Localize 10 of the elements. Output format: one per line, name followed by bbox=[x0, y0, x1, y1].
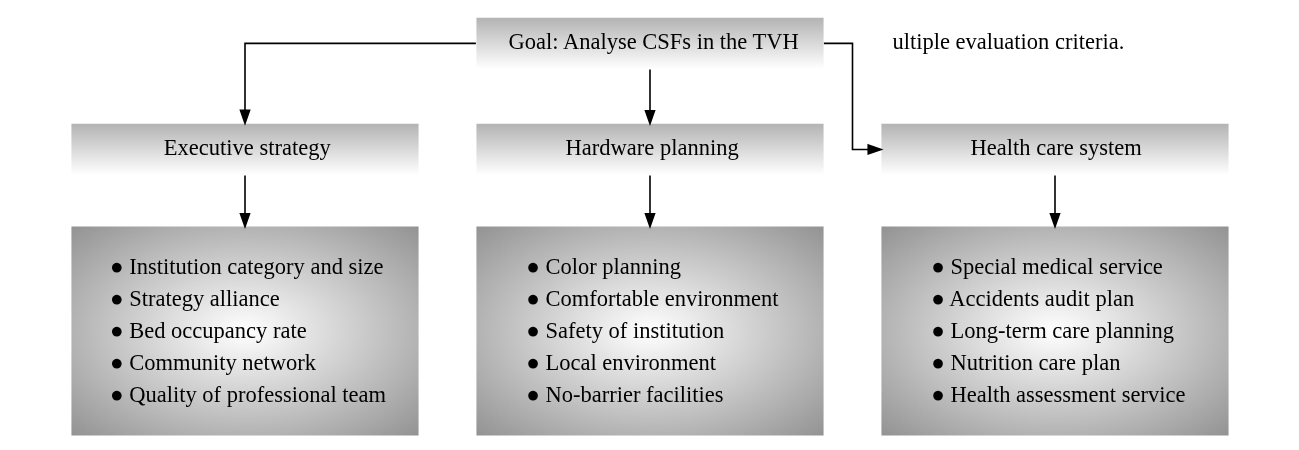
arrow bbox=[238, 174, 251, 229]
node-box: ● Color planning ● Comfortable environment ● Safety of institution ● Local environment ● No-barrier facilities bbox=[475, 226, 824, 436]
label: ultiple evaluation criteria. bbox=[892, 29, 1124, 55]
arrow bbox=[1048, 174, 1061, 229]
node-box: ● Special medical service ● Accidents audit plan ● Long-term care planning ● Nutrition care plan ● Health assessment service bbox=[880, 226, 1229, 436]
arrow bbox=[643, 68, 656, 126]
arrow bbox=[822, 42, 884, 156]
arrow bbox=[238, 42, 477, 126]
node-box: ● Institution category and size ● Strategy alliance ● Bed occupancy rate ● Community network ● Quality of professional team bbox=[70, 226, 419, 436]
arrow bbox=[643, 174, 656, 229]
